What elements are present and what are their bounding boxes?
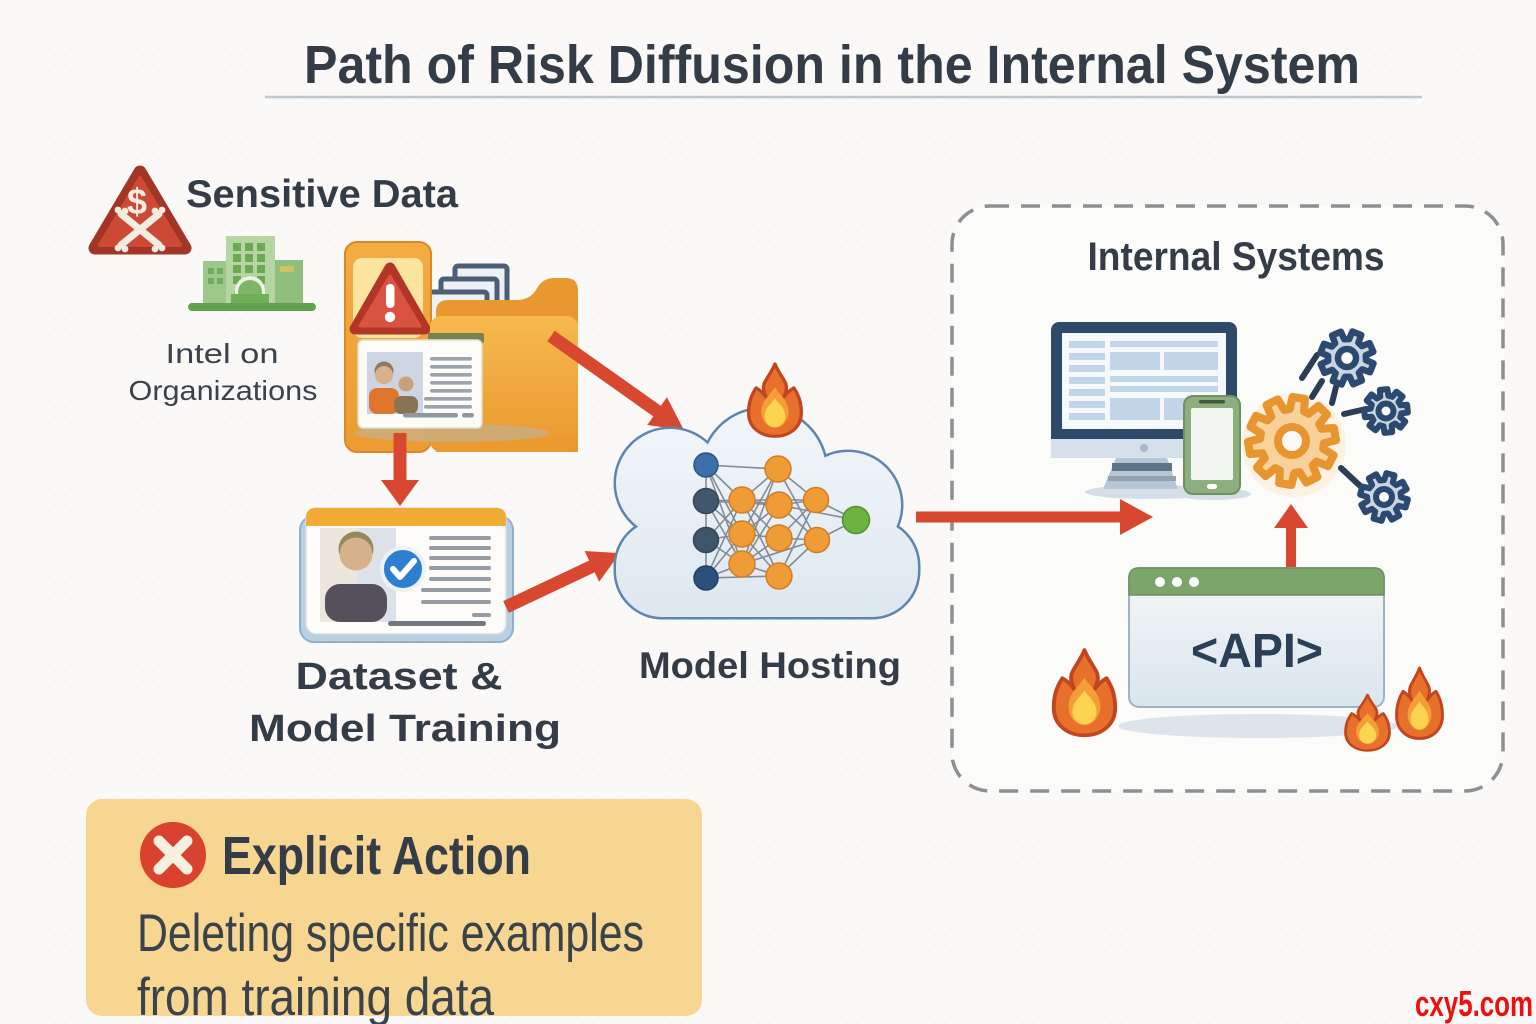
svg-text:Explicit Action: Explicit Action — [222, 826, 531, 886]
svg-text:Dataset &: Dataset & — [296, 656, 503, 698]
svg-text:$: $ — [127, 181, 147, 222]
svg-text:Intel on: Intel on — [166, 338, 279, 369]
svg-text:Model Training: Model Training — [249, 708, 561, 750]
svg-text:Deleting specific examples: Deleting specific examples — [137, 904, 644, 963]
svg-text:Internal Systems: Internal Systems — [1088, 235, 1385, 279]
svg-text:from training data: from training data — [137, 968, 494, 1024]
svg-text:Sensitive Data: Sensitive Data — [186, 173, 458, 216]
svg-text:Organizations: Organizations — [129, 375, 318, 406]
svg-text:cxy5.com: cxy5.com — [1415, 983, 1533, 1024]
svg-text:Model Hosting: Model Hosting — [639, 645, 901, 686]
svg-text:<API>: <API> — [1191, 625, 1323, 678]
svg-text:Path of Risk Diffusion in the: Path of Risk Diffusion in the Internal S… — [304, 35, 1360, 95]
